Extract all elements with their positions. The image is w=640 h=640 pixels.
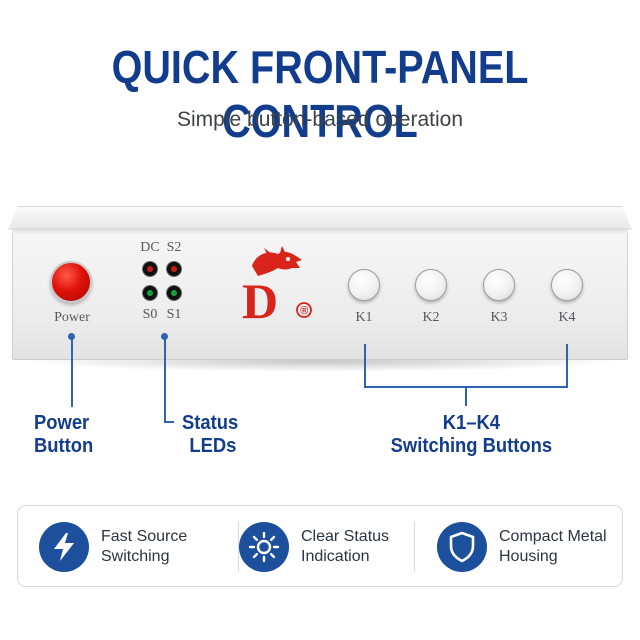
power-callout-line1: Power: [34, 412, 90, 434]
dragon-logo: D ®: [238, 246, 318, 329]
feature-divider: [238, 522, 239, 572]
k2-label: K2: [422, 310, 440, 325]
logo-letter: D: [242, 273, 278, 322]
led-label-s1: S1: [166, 307, 182, 322]
power-callout-line: [71, 337, 73, 407]
sun-brightness-icon: [239, 522, 289, 572]
power-label: Power: [54, 310, 90, 325]
switching-callout-line2: Switching Buttons: [390, 435, 553, 457]
dragon-head-icon: D ®: [242, 246, 312, 329]
device-top-panel: [8, 206, 632, 230]
logo-registered-mark: ®: [300, 305, 308, 317]
led-label-dc: DC: [140, 240, 160, 255]
k4-button[interactable]: [551, 269, 583, 301]
shield-icon: [437, 522, 487, 572]
device-front-panel: [12, 228, 628, 360]
k3-label: K3: [490, 310, 508, 325]
led-label-s0: S0: [142, 307, 158, 322]
status-callout-dot: [161, 333, 168, 340]
led-s2: [167, 262, 181, 276]
status-callout-line1: Status: [182, 412, 239, 434]
lightning-bolt-icon: [39, 522, 89, 572]
status-callout-tick: [164, 421, 174, 423]
feature-line1: Fast Source: [101, 528, 188, 545]
feature-text: Fast Source Switching: [101, 527, 187, 567]
led-dc: [143, 262, 157, 276]
led-s1: [167, 286, 181, 300]
headline: QUICK FRONT-PANEL CONTROL: [111, 41, 529, 147]
feature-line2: Switching: [101, 548, 170, 565]
subheadline: Simple button-based operation: [176, 108, 464, 131]
feature-line1: Clear Status: [301, 528, 390, 545]
status-callout: Status LEDs: [182, 412, 238, 458]
switch-callout-left: [364, 344, 366, 388]
feature-line2: Housing: [499, 548, 558, 565]
k1-label: K1: [355, 310, 373, 325]
switch-callout-stem: [465, 386, 467, 406]
power-callout: Power Button: [34, 412, 93, 458]
power-callout-dot: [68, 333, 75, 340]
feature-divider: [414, 522, 415, 572]
switching-callout: K1–K4 Switching Buttons: [384, 412, 559, 458]
power-button[interactable]: [50, 261, 92, 303]
k4-label: K4: [558, 310, 576, 325]
device-front-rim: [12, 228, 628, 234]
feature-strip: Fast Source Switching Clear Status Indic…: [17, 505, 623, 587]
power-callout-line2: Button: [34, 435, 94, 457]
status-callout-line2: LEDs: [189, 435, 237, 457]
status-callout-line: [164, 337, 166, 423]
feature-line2: Indication: [301, 548, 370, 565]
feature-line1: Compact Metal: [499, 528, 607, 545]
k3-button[interactable]: [483, 269, 515, 301]
led-label-s2: S2: [166, 240, 182, 255]
switch-callout-right: [566, 344, 568, 388]
k1-button[interactable]: [348, 269, 380, 301]
feature-text: Compact Metal Housing: [499, 527, 607, 567]
led-s0: [143, 286, 157, 300]
feature-text: Clear Status Indication: [301, 527, 389, 567]
k2-button[interactable]: [415, 269, 447, 301]
switching-callout-line1: K1–K4: [442, 412, 501, 434]
